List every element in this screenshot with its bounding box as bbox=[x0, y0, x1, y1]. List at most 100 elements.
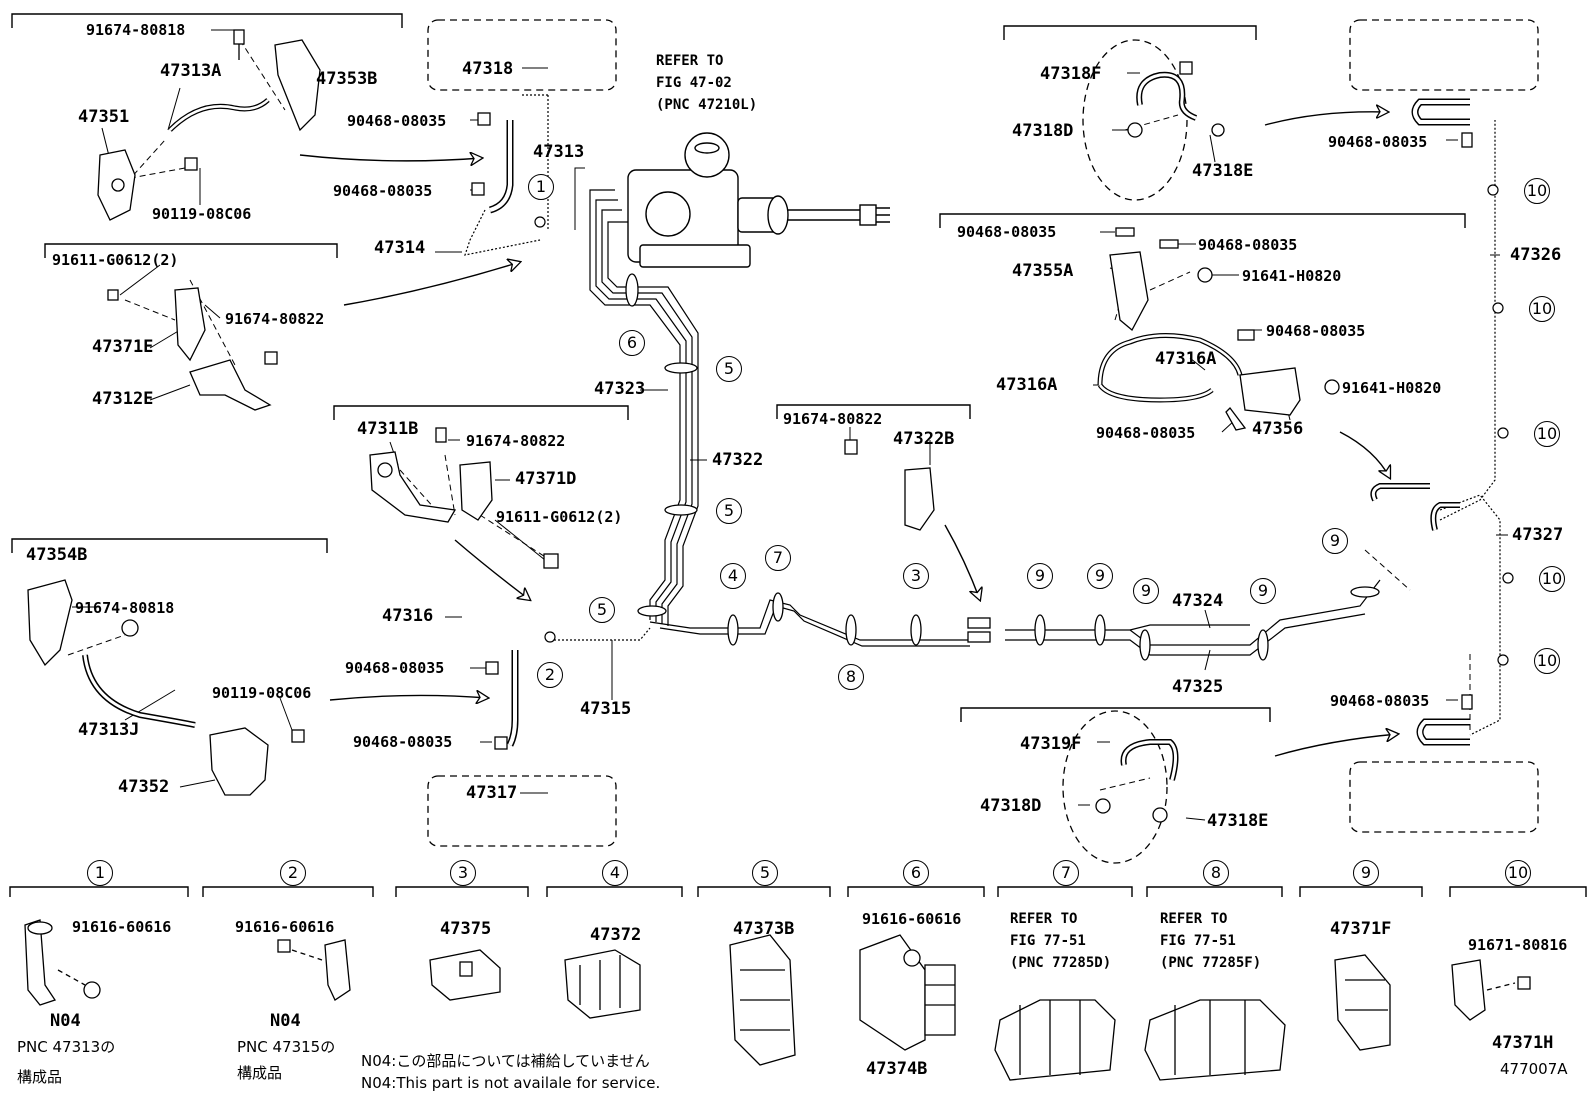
callout-5: 5 bbox=[589, 597, 615, 623]
part-label: 91674-80822 bbox=[225, 310, 325, 328]
part-label: 90468-08035 bbox=[333, 182, 433, 200]
legend-callout-3: 3 bbox=[450, 860, 476, 886]
legend-part-label: 47372 bbox=[590, 925, 642, 945]
part-label: 47324 bbox=[1172, 591, 1224, 611]
part-label: 47355A bbox=[1012, 261, 1074, 281]
legend-parts bbox=[24, 919, 1531, 1081]
legend-callout-8: 8 bbox=[1203, 860, 1229, 886]
callout-6: 6 bbox=[619, 330, 645, 356]
legend-refer: REFER TO bbox=[1160, 911, 1228, 927]
legend-note: 構成品 bbox=[17, 1068, 63, 1086]
part-label: 47318D bbox=[1012, 121, 1074, 141]
legend-part-label: 91671-80816 bbox=[1468, 936, 1568, 954]
part-label: 47313 bbox=[533, 142, 585, 162]
part-label: 47316A bbox=[996, 375, 1058, 395]
legend-note: 構成品 bbox=[237, 1064, 283, 1082]
callout-9: 9 bbox=[1087, 563, 1113, 589]
legend-refer: (PNC 77285F) bbox=[1160, 955, 1262, 971]
part-label: 90468-08035 bbox=[1266, 322, 1366, 340]
legend-callout-5: 5 bbox=[752, 860, 778, 886]
legend-part-label: 91616-60616 bbox=[72, 918, 172, 936]
components bbox=[27, 29, 1473, 823]
part-label: 90468-08035 bbox=[345, 659, 445, 677]
callout-10: 10 bbox=[1534, 648, 1560, 674]
part-label: 90468-08035 bbox=[1328, 133, 1428, 151]
legend-callout-7: 7 bbox=[1053, 860, 1079, 886]
part-label: 90119-08C06 bbox=[212, 684, 312, 702]
part-label: 47371E bbox=[92, 337, 154, 357]
part-label: 47313J bbox=[78, 720, 140, 740]
dashed-boxes bbox=[427, 19, 1539, 864]
part-label: 47323 bbox=[594, 379, 646, 399]
part-label: 91641-H0820 bbox=[1342, 379, 1442, 397]
note-en: N04:This part is not availale for servic… bbox=[361, 1074, 661, 1092]
legend-refer: FIG 77-51 bbox=[1010, 933, 1086, 949]
group-brackets bbox=[9, 13, 1587, 897]
legend-part-label: 91616-60616 bbox=[235, 918, 335, 936]
part-label: 47318F bbox=[1040, 64, 1102, 84]
legend-n04: N04 bbox=[50, 1011, 81, 1031]
part-label: 47311B bbox=[357, 419, 419, 439]
part-label: 47313A bbox=[160, 61, 222, 81]
line-clamps bbox=[625, 273, 1380, 661]
legend-callout-2: 2 bbox=[280, 860, 306, 886]
legend-refer: FIG 77-51 bbox=[1160, 933, 1236, 949]
legend-part-label: 47371F bbox=[1330, 919, 1392, 939]
legend-part-label: 47371H bbox=[1492, 1033, 1554, 1053]
part-label: 47322 bbox=[712, 450, 764, 470]
callout-10: 10 bbox=[1539, 566, 1565, 592]
note-jp: N04:この部品については補給していません bbox=[361, 1052, 650, 1070]
callout-8: 8 bbox=[838, 664, 864, 690]
part-label: 47322B bbox=[893, 429, 955, 449]
part-label: 47352 bbox=[118, 777, 170, 797]
part-label: 47316A bbox=[1155, 349, 1217, 369]
legend-callout-9: 9 bbox=[1353, 860, 1379, 886]
callout-7: 7 bbox=[765, 545, 791, 571]
part-label: 47351 bbox=[78, 107, 130, 127]
part-label: 90468-08035 bbox=[347, 112, 447, 130]
part-label: 91611-G0612(2) bbox=[52, 251, 179, 269]
legend-n04: N04 bbox=[270, 1011, 301, 1031]
master-cylinder bbox=[627, 132, 890, 268]
callout-4: 4 bbox=[720, 563, 746, 589]
part-label: 90468-08035 bbox=[1198, 236, 1298, 254]
part-label: 47318E bbox=[1207, 811, 1269, 831]
legend-callout-6: 6 bbox=[903, 860, 929, 886]
part-label: 47327 bbox=[1512, 525, 1564, 545]
part-label: 91641-H0820 bbox=[1242, 267, 1342, 285]
part-label: 90468-08035 bbox=[957, 223, 1057, 241]
part-label: 47317 bbox=[466, 783, 518, 803]
part-label: 90468-08035 bbox=[353, 733, 453, 751]
callout-1: 1 bbox=[528, 174, 554, 200]
part-label: 90119-08C06 bbox=[152, 205, 252, 223]
part-label: 91611-G0612(2) bbox=[496, 508, 623, 526]
part-label: 90468-08035 bbox=[1330, 692, 1430, 710]
part-label: 47319F bbox=[1020, 734, 1082, 754]
flow-arrows bbox=[299, 112, 1398, 757]
figure-id: 477007A bbox=[1500, 1060, 1568, 1078]
part-label: 47318 bbox=[462, 59, 514, 79]
part-label: 47316 bbox=[382, 606, 434, 626]
callout-10: 10 bbox=[1529, 296, 1555, 322]
callout-5: 5 bbox=[716, 356, 742, 382]
part-label: 91674-80822 bbox=[466, 432, 566, 450]
legend-note: PNC 47313の bbox=[17, 1038, 116, 1056]
part-label: 47354B bbox=[26, 545, 88, 565]
legend-note: PNC 47315の bbox=[237, 1038, 336, 1056]
legend-part-label: 47374B bbox=[866, 1059, 928, 1079]
legend-part-label: 47373B bbox=[733, 919, 795, 939]
callout-2: 2 bbox=[537, 662, 563, 688]
legend-part-label: 91616-60616 bbox=[862, 910, 962, 928]
part-label: 47315 bbox=[580, 699, 632, 719]
legend-part-label: 47375 bbox=[440, 919, 492, 939]
legend-callout-4: 4 bbox=[602, 860, 628, 886]
part-label: 47325 bbox=[1172, 677, 1224, 697]
refer-note: FIG 47-02 bbox=[656, 75, 732, 91]
legend-refer: (PNC 77285D) bbox=[1010, 955, 1112, 971]
refer-note: (PNC 47210L) bbox=[656, 97, 758, 113]
part-label: 47371D bbox=[515, 469, 577, 489]
callout-10: 10 bbox=[1524, 178, 1550, 204]
